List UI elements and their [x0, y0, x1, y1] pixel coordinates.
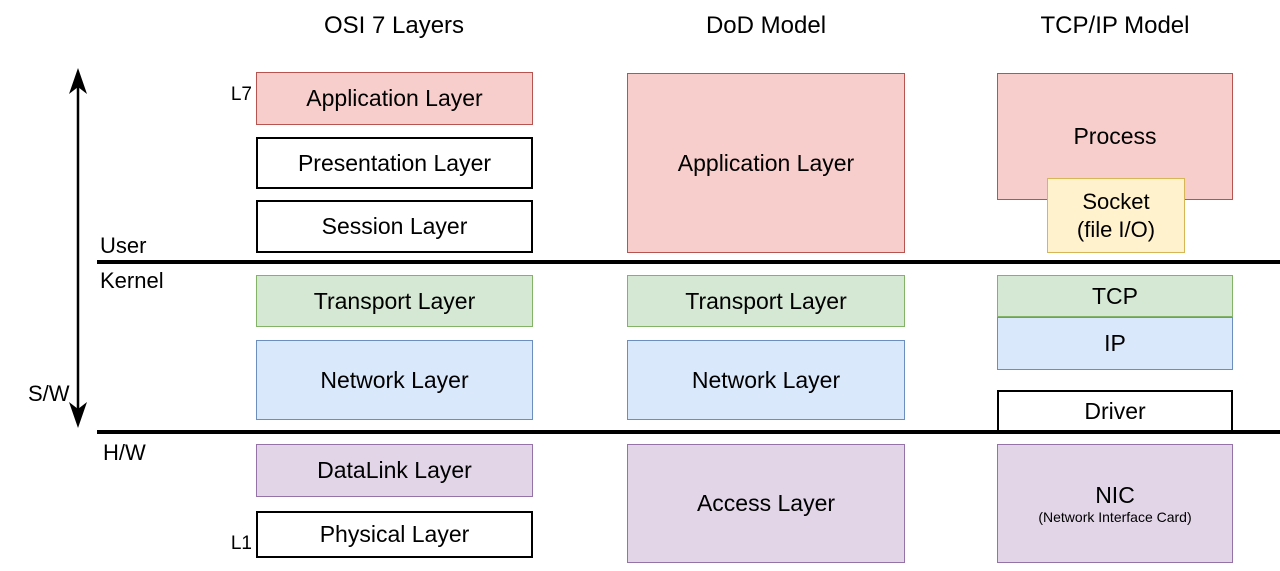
tcpip-ip-label: IP — [1104, 330, 1126, 357]
tcpip-socket-box: Socket (file I/O) — [1047, 178, 1185, 253]
dod-network-layer-label: Network Layer — [691, 366, 841, 393]
dod-network-layer-box: Network Layer — [627, 340, 905, 420]
dod-application-layer-box: Application Layer — [627, 73, 905, 253]
dod-transport-layer-box: Transport Layer — [627, 275, 905, 327]
osi-application-layer-label: Application Layer — [306, 85, 483, 112]
kernel-space-label: Kernel — [100, 268, 164, 293]
software-scope-arrow — [69, 68, 87, 428]
tcpip-process-label: Process — [1073, 123, 1157, 150]
hardware-label: H/W — [103, 440, 146, 465]
osi-application-layer-box: Application Layer — [256, 72, 533, 125]
user-space-label: User — [100, 233, 147, 258]
tcpip-nic-box: NIC (Network Interface Card) — [997, 444, 1233, 563]
software-label: S/W — [28, 381, 70, 406]
tcpip-nic-sublabel: (Network Interface Card) — [1038, 509, 1192, 526]
osi-presentation-layer-label: Presentation Layer — [297, 149, 492, 176]
osi-network-layer-box: Network Layer — [256, 340, 533, 420]
osi-physical-layer-box: Physical Layer — [256, 511, 533, 558]
tcpip-column-title: TCP/IP Model — [1040, 12, 1190, 39]
osi-datalink-layer-box: DataLink Layer — [256, 444, 533, 497]
tcpip-tcp-box: TCP — [997, 275, 1233, 317]
osi-transport-layer-label: Transport Layer — [313, 287, 476, 314]
osi-column-title: OSI 7 Layers — [323, 12, 465, 39]
tcpip-ip-box: IP — [997, 317, 1233, 370]
sw-hw-divider-line — [97, 430, 1280, 434]
osi-physical-layer-label: Physical Layer — [319, 521, 470, 548]
dod-access-layer-label: Access Layer — [696, 490, 836, 517]
dod-access-layer-box: Access Layer — [627, 444, 905, 563]
dod-column-title: DoD Model — [705, 12, 827, 39]
dod-transport-layer-label: Transport Layer — [685, 287, 847, 314]
layer-7-marker: L7 — [230, 84, 252, 105]
tcpip-driver-box: Driver — [997, 390, 1233, 432]
osi-datalink-layer-label: DataLink Layer — [317, 457, 472, 484]
tcpip-driver-label: Driver — [1084, 397, 1146, 424]
dod-application-layer-label: Application Layer — [677, 149, 855, 176]
tcpip-socket-label: Socket — [1082, 189, 1150, 214]
osi-session-layer-label: Session Layer — [321, 213, 468, 240]
osi-transport-layer-box: Transport Layer — [256, 275, 533, 327]
tcpip-tcp-label: TCP — [1092, 282, 1138, 309]
osi-network-layer-label: Network Layer — [320, 366, 469, 393]
layer-1-marker: L1 — [230, 533, 252, 554]
tcpip-nic-label: NIC — [1095, 481, 1135, 508]
user-kernel-divider-line — [97, 260, 1280, 264]
tcpip-socket-sublabel: (file I/O) — [1076, 216, 1156, 242]
osi-session-layer-box: Session Layer — [256, 200, 533, 253]
osi-presentation-layer-box: Presentation Layer — [256, 137, 533, 189]
